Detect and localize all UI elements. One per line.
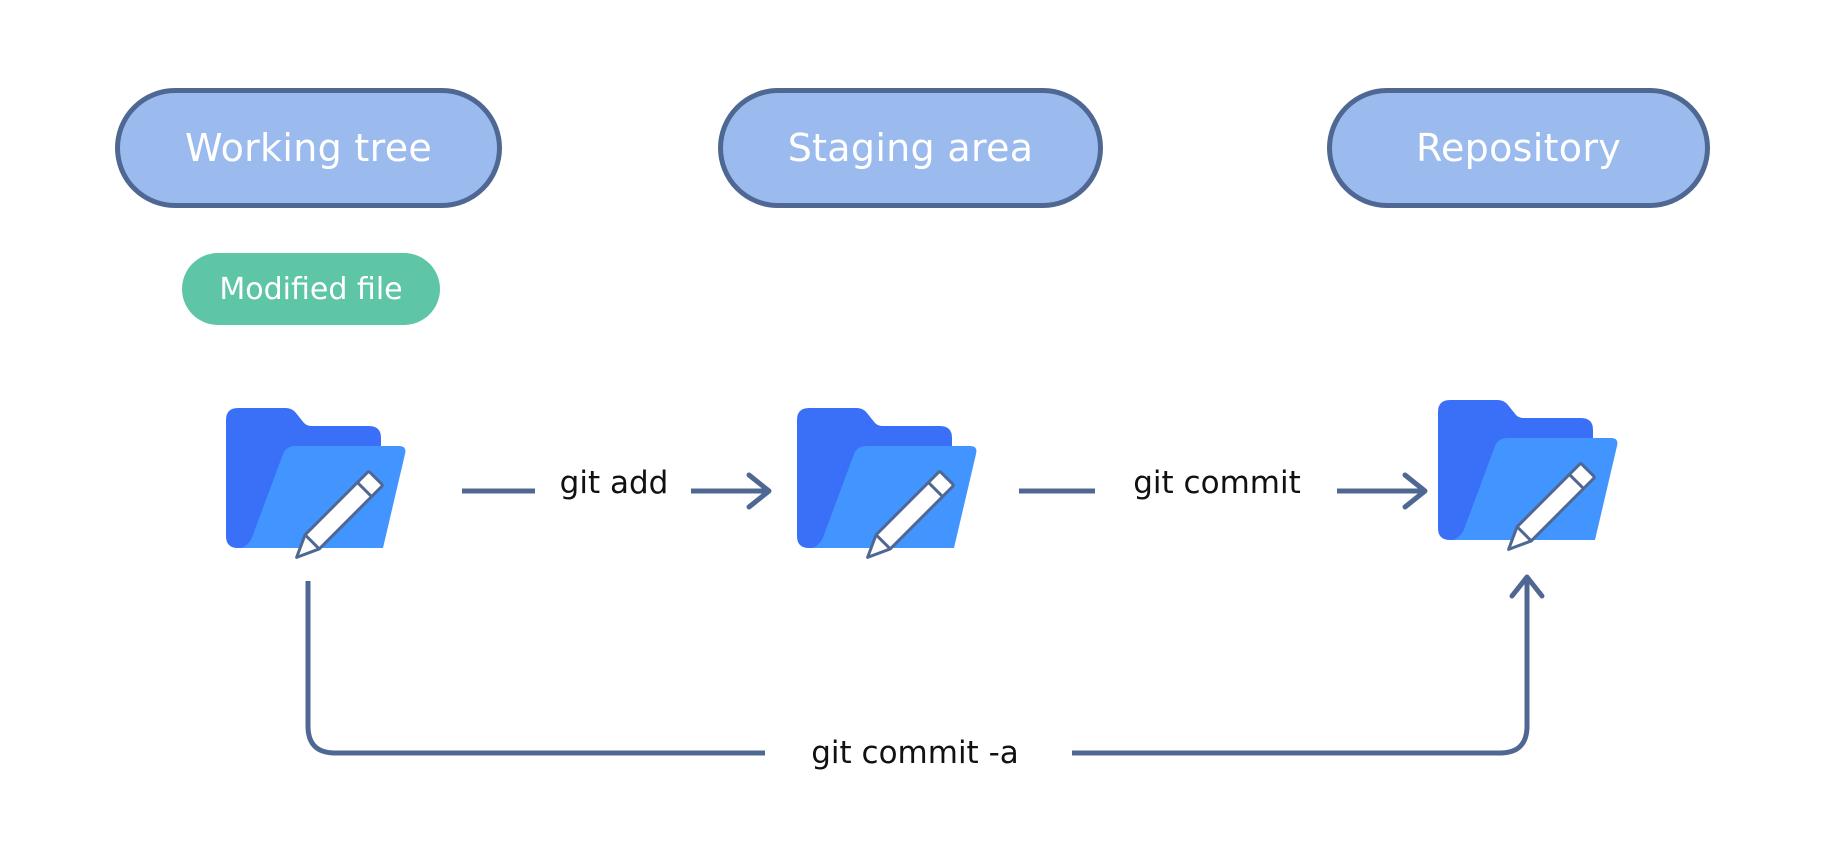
git-add-label: git add (559, 465, 669, 501)
stage-label: Repository (1415, 126, 1622, 170)
git-add-arrowhead (746, 472, 772, 510)
stage-label: Working tree (184, 126, 433, 170)
folder-with-pencil-icon (1436, 398, 1619, 558)
stage-repository: Repository (1327, 88, 1710, 208)
stage-staging-area: Staging area (718, 88, 1103, 208)
folder-with-pencil-icon (795, 406, 978, 566)
git-commit-all-path-left (305, 581, 765, 756)
git-commit-all-path-right (1072, 577, 1530, 756)
badge-label: Modified file (219, 271, 403, 307)
stage-working-tree: Working tree (115, 88, 502, 208)
git-commit-label: git commit (1133, 465, 1301, 501)
git-commit-arrowhead (1402, 472, 1428, 510)
modified-file-badge: Modified file (182, 253, 440, 325)
stage-label: Staging area (787, 126, 1034, 170)
git-commit-all-label: git commit -a (811, 735, 1019, 771)
git-commit-all-arrowhead (1509, 574, 1545, 599)
folder-with-pencil-icon (224, 406, 407, 566)
